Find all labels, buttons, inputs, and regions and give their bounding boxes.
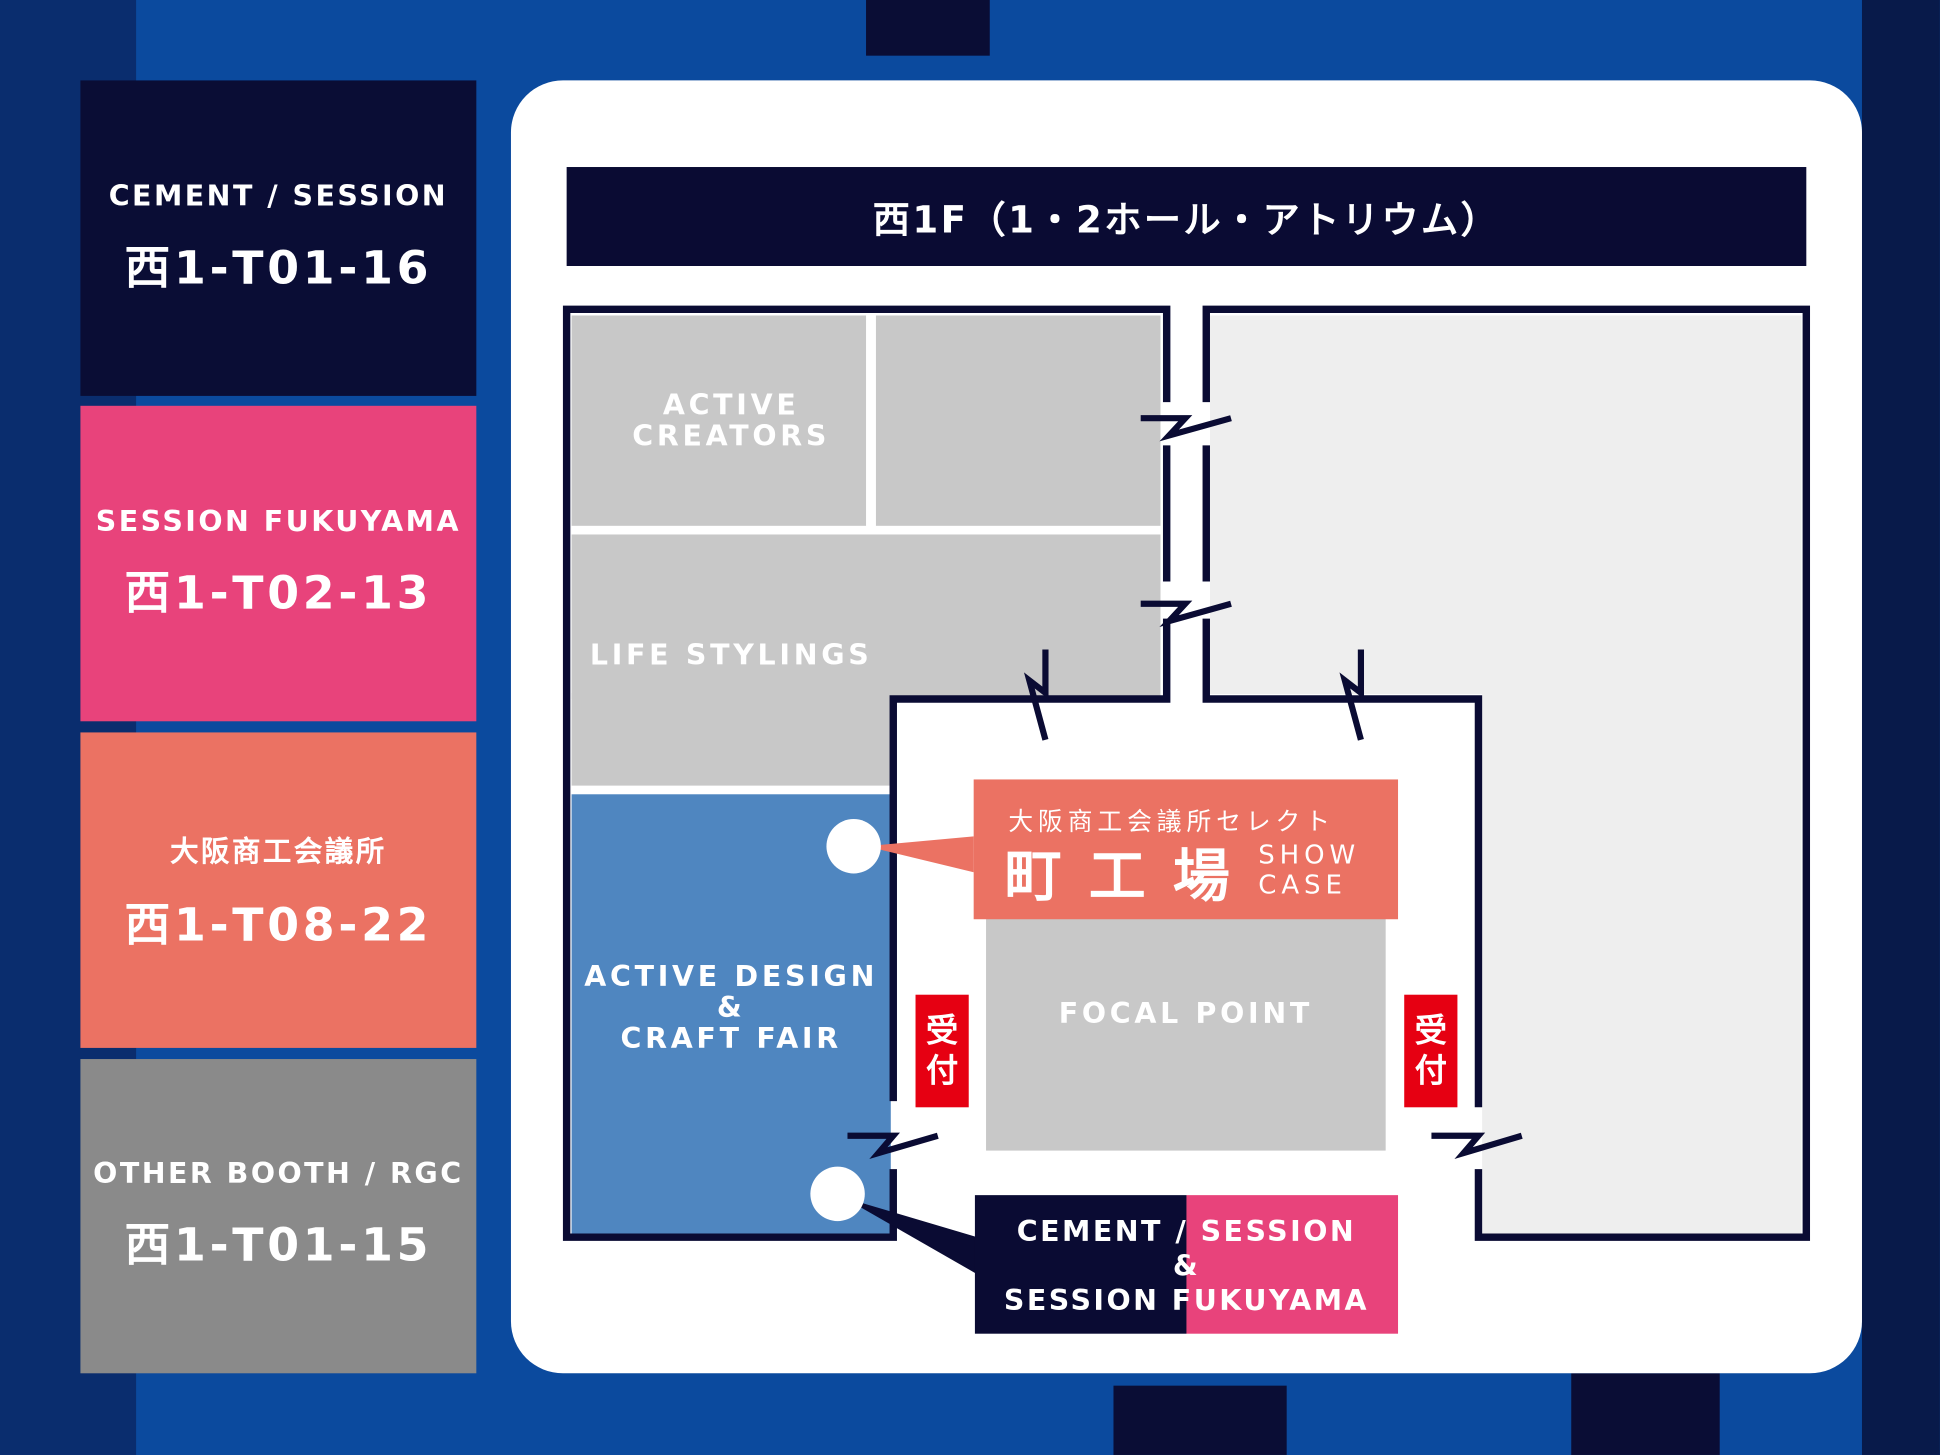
- label-focal-point: FOCAL POINT: [1058, 998, 1313, 1031]
- showcase-pointer: [866, 836, 974, 873]
- area-east: [1482, 692, 1802, 1234]
- label-craft-fair: CRAFT FAIR: [620, 1023, 842, 1056]
- bottom-label-amp: &: [1172, 1250, 1201, 1283]
- bottom-label-right: SESSION: [1200, 1216, 1357, 1249]
- session-label-bg: [1186, 1195, 1399, 1334]
- bottom-booth-label: CEMENT / SESSION & SESSION FUKUYAMA: [975, 1215, 1398, 1319]
- background-pattern: [866, 0, 990, 56]
- background-pattern: [1861, 0, 1940, 1455]
- area-fills: [571, 315, 1802, 1235]
- booth-marker-cement[interactable]: [810, 1166, 865, 1222]
- reception-char: 受: [926, 1012, 959, 1050]
- door-icons: [847, 415, 1523, 1160]
- floor-title: 西1F（1・2ホール・アトリウム）: [566, 167, 1807, 266]
- label-active-design: ACTIVE DESIGN & CRAFT FAIR: [572, 961, 891, 1056]
- bottom-label-line2: SESSION FUKUYAMA: [1003, 1285, 1370, 1318]
- legend-code: 西1-T01-16: [124, 240, 433, 294]
- reception-west: 受 付: [915, 994, 969, 1108]
- showcase-title: 町工場: [1004, 842, 1257, 910]
- showcase-show: SHOW: [1258, 840, 1361, 870]
- showcase-case: CASE: [1258, 869, 1347, 900]
- reception-char: 付: [926, 1052, 959, 1090]
- showcase-sign-bg: [973, 779, 1399, 920]
- area-life-stylings: [571, 534, 1161, 700]
- legend-name: OTHER BOOTH / RGC: [93, 1158, 464, 1191]
- area-east: [1209, 315, 1802, 695]
- cement-label-bg: [974, 1195, 1187, 1334]
- area-active-creators: [571, 315, 867, 526]
- legend-session-fukuyama: SESSION FUKUYAMA 西1-T02-13: [80, 405, 477, 722]
- showcase-show-case: SHOW CASE: [1258, 840, 1360, 899]
- bottom-label-left: CEMENT /: [1016, 1216, 1189, 1249]
- reception-char: 受: [1414, 1012, 1447, 1050]
- reception-east: 受 付: [1404, 994, 1458, 1108]
- legend-cement-session: CEMENT / SESSION 西1-T01-16: [80, 80, 477, 396]
- label-life-stylings: LIFE STYLINGS: [589, 639, 873, 672]
- label-amp: &: [716, 992, 746, 1025]
- legend-name: SESSION FUKUYAMA: [95, 505, 461, 538]
- booth-marker-showcase[interactable]: [826, 819, 881, 874]
- area-focal-point: [986, 915, 1386, 1151]
- legend-other-booth: OTHER BOOTH / RGC 西1-T01-15: [80, 1059, 477, 1374]
- label-active-creators: ACTIVE CREATORS: [632, 389, 831, 453]
- label-active-design-line1: ACTIVE DESIGN: [584, 961, 879, 994]
- background-pattern: [1571, 1373, 1720, 1455]
- showcase-subtitle: 大阪商工会議所セレクト: [1008, 806, 1335, 837]
- legend-code: 西1-T08-22: [124, 897, 433, 951]
- area-active-creators-2: [875, 315, 1161, 526]
- background-pattern: [1113, 1385, 1287, 1455]
- legend-code: 西1-T02-13: [124, 566, 433, 620]
- area-life-stylings: [571, 692, 891, 786]
- legend-code: 西1-T01-15: [124, 1218, 433, 1272]
- legend-osaka-chamber: 大阪商工会議所 西1-T08-22: [80, 732, 477, 1048]
- legend-name: 大阪商工会議所: [170, 835, 387, 868]
- legend-name: CEMENT / SESSION: [108, 180, 449, 213]
- reception-char: 付: [1414, 1052, 1447, 1090]
